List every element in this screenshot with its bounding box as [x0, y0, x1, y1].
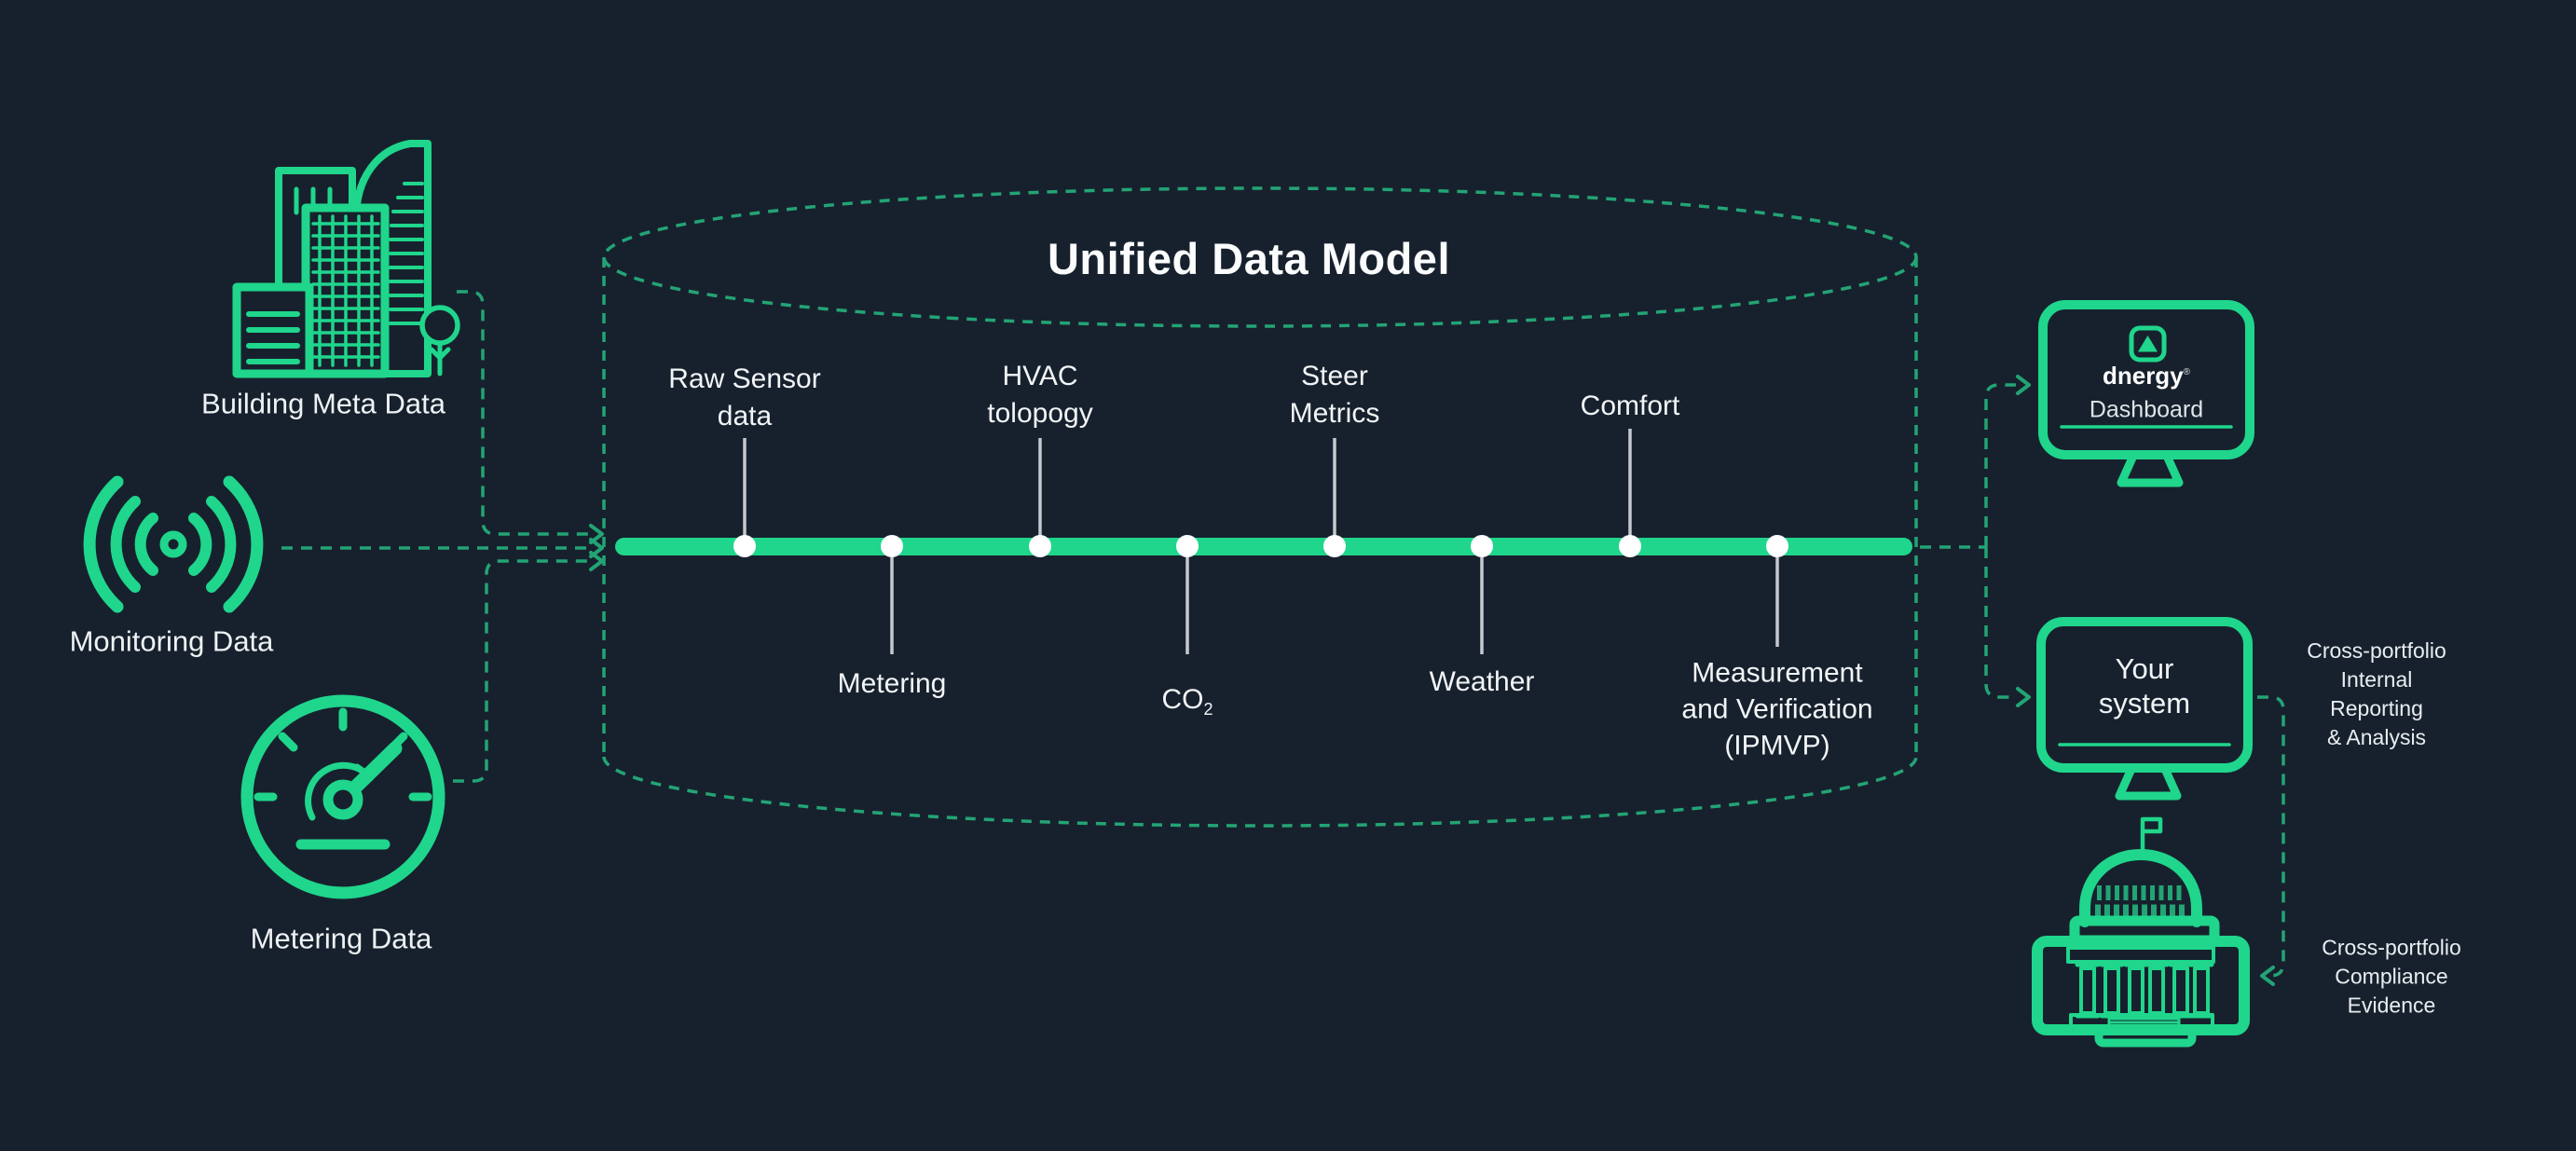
- registered-mark: ®: [2183, 367, 2191, 378]
- arrow-into-outputs-icons: [2016, 375, 2275, 986]
- source-connectors: [281, 290, 604, 783]
- timeline-label-hvac-topology: HVAC tolopogy: [987, 361, 1093, 429]
- timeline-label-comfort: Comfort: [1580, 391, 1680, 421]
- arrow-into-model-icons: [589, 524, 604, 571]
- gauge-icon: [240, 694, 445, 899]
- output-connectors: [1920, 375, 2285, 986]
- cylinder-title: Unified Data Model: [1047, 233, 1451, 283]
- dnergy-logo-icon: [2129, 325, 2167, 363]
- co2-subscript: 2: [1203, 700, 1213, 719]
- your-system-label: Your system: [2098, 652, 2191, 719]
- compliance-annotation: Cross-portfolio Compliance Evidence: [2322, 935, 2461, 1018]
- radio-waves-icon: [83, 475, 264, 613]
- source-label-building: Building Meta Data: [201, 387, 445, 420]
- source-label-monitoring: Monitoring Data: [69, 624, 274, 658]
- timeline-bar: [615, 538, 1912, 555]
- timeline-label-weather: Weather: [1429, 666, 1535, 697]
- dashboard-brand: dnergy®: [2103, 360, 2190, 391]
- timeline-dots: [733, 535, 1788, 557]
- timeline-label-raw-sensor-data: Raw Sensor data: [668, 363, 821, 432]
- dashboard-label: Dashboard: [2089, 396, 2204, 423]
- buildings-icon: [232, 140, 460, 378]
- dnergy-wordmark: dnergy: [2102, 361, 2184, 390]
- reporting-annotation: Cross-portfolio Internal Reporting & Ana…: [2307, 638, 2446, 749]
- your-system-monitor: [2036, 617, 2253, 801]
- timeline-label-lines: [743, 429, 1779, 654]
- dashboard-monitor: [2038, 300, 2254, 487]
- source-label-metering: Metering Data: [250, 922, 432, 955]
- data-model-cylinder: [602, 186, 1918, 828]
- government-building-icon: [2032, 816, 2250, 1048]
- timeline-label-measurement-verification: Measurement and Verification (IPMVP): [1681, 657, 1873, 761]
- co2-base: CO: [1161, 684, 1204, 715]
- timeline-label-metering: Metering: [837, 668, 947, 699]
- timeline-label-steer-metrics: Steer Metrics: [1289, 361, 1380, 429]
- timeline-label-co2: CO2: [1161, 644, 1213, 728]
